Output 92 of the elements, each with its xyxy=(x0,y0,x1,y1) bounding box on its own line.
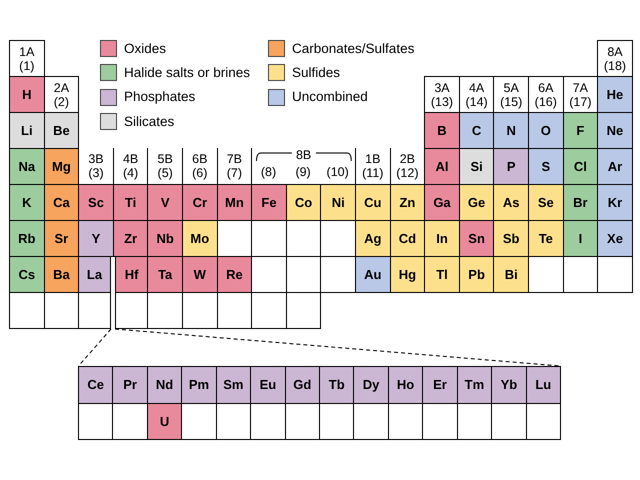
element-tile: Tb xyxy=(319,366,354,404)
legend-label: Phosphates xyxy=(124,89,196,106)
element-tile: Nd xyxy=(146,366,182,404)
element-tile: Tm xyxy=(456,366,492,404)
element-tile: C xyxy=(458,112,494,149)
element-tile: He xyxy=(597,76,633,113)
legend-label: Oxides xyxy=(124,40,166,56)
group-header: 3A (13) xyxy=(424,76,460,113)
element-tile: Al xyxy=(424,148,460,185)
element-tile: Zr xyxy=(112,220,148,257)
group-number: (8) xyxy=(260,165,278,179)
element-tile: Au xyxy=(355,256,391,293)
element-tile: Si xyxy=(458,148,494,185)
element-tile: Yb xyxy=(491,366,527,404)
element-tile: Nb xyxy=(147,220,183,257)
element-tile: Eu xyxy=(250,366,286,404)
element-tile: Ga xyxy=(424,184,460,221)
element-tile: Pr xyxy=(112,366,148,404)
element-tile: Co xyxy=(286,184,322,221)
element-tile: Ni xyxy=(320,184,356,221)
element-tile: K xyxy=(9,184,45,221)
group-header: 1A (1) xyxy=(9,40,45,77)
legend-label: Carbonates/Sulfates xyxy=(292,40,414,56)
group-label: 8B xyxy=(294,148,312,162)
element-tile: Sn xyxy=(458,220,494,257)
element-tile: Pb xyxy=(458,256,494,293)
element-tile: Cd xyxy=(390,220,426,257)
element-tile: P xyxy=(493,148,529,185)
legend-label: Silicates xyxy=(124,114,174,130)
element-tile: F xyxy=(562,112,598,149)
group-number: (9) xyxy=(294,165,312,179)
element-tile: Y xyxy=(78,220,114,257)
element-tile: Re xyxy=(216,256,252,293)
element-tile: As xyxy=(493,184,529,221)
element-tile: Ag xyxy=(355,220,391,257)
element-tile: U xyxy=(146,402,182,440)
element-tile: Cs xyxy=(9,256,45,293)
element-tile: La xyxy=(78,256,111,293)
element-tile: Sr xyxy=(44,220,80,257)
element-tile: Pm xyxy=(181,366,217,404)
element-tile: Ta xyxy=(147,256,183,293)
element-tile: N xyxy=(493,112,529,149)
element-tile: Zn xyxy=(390,184,426,221)
element-tile: Ho xyxy=(388,366,424,404)
element-tile: Sc xyxy=(78,184,114,221)
legend-label: Halide salts or brines xyxy=(124,64,250,81)
element-tile: Lu xyxy=(526,366,561,404)
element-tile: Rb xyxy=(9,220,45,257)
element-tile: Er xyxy=(422,366,458,404)
element-tile: Gd xyxy=(284,366,320,404)
element-tile: I xyxy=(562,220,598,257)
element-tile: Sm xyxy=(216,366,252,404)
element-tile: Hg xyxy=(390,256,426,293)
element-tile: Mg xyxy=(44,148,80,185)
element-tile: Be xyxy=(44,112,80,149)
element-tile: Cu xyxy=(355,184,391,221)
element-tile: Cl xyxy=(562,148,598,185)
element-tile: O xyxy=(528,112,564,149)
group-header: 8A (18) xyxy=(597,40,633,77)
element-tile: B xyxy=(424,112,460,149)
element-tile: Ca xyxy=(44,184,80,221)
element-tile: Te xyxy=(528,220,564,257)
element-tile: Cr xyxy=(182,184,218,221)
element-tile: Hf xyxy=(114,256,148,293)
group-number: (10) xyxy=(326,165,350,179)
element-tile: Br xyxy=(562,184,598,221)
legend-label: Sulfides xyxy=(292,64,340,81)
element-tile: Kr xyxy=(597,184,633,221)
element-tile: V xyxy=(147,184,183,221)
element-tile: S xyxy=(528,148,564,185)
element-tile: Sb xyxy=(493,220,529,257)
element-tile: Mo xyxy=(182,220,218,257)
element-tile: Ti xyxy=(112,184,148,221)
element-tile: Bi xyxy=(493,256,529,293)
element-tile: Na xyxy=(9,148,45,185)
element-tile: Mn xyxy=(216,184,252,221)
element-tile: H xyxy=(9,76,45,113)
element-tile: Dy xyxy=(353,366,389,404)
element-tile: Fe xyxy=(251,184,287,221)
element-tile: Xe xyxy=(597,220,633,257)
element-tile: W xyxy=(182,256,218,293)
element-tile: Ge xyxy=(458,184,494,221)
legend-label: Uncombined xyxy=(292,89,368,106)
element-tile: Ar xyxy=(597,148,633,185)
element-tile: Ce xyxy=(78,366,114,404)
element-tile: Li xyxy=(9,112,45,149)
element-tile: Ba xyxy=(44,256,80,293)
group-header: 2A (2) xyxy=(44,76,80,113)
element-tile: Ne xyxy=(597,112,633,149)
element-tile: Se xyxy=(528,184,564,221)
element-tile: Tl xyxy=(424,256,460,293)
element-tile: In xyxy=(424,220,460,257)
